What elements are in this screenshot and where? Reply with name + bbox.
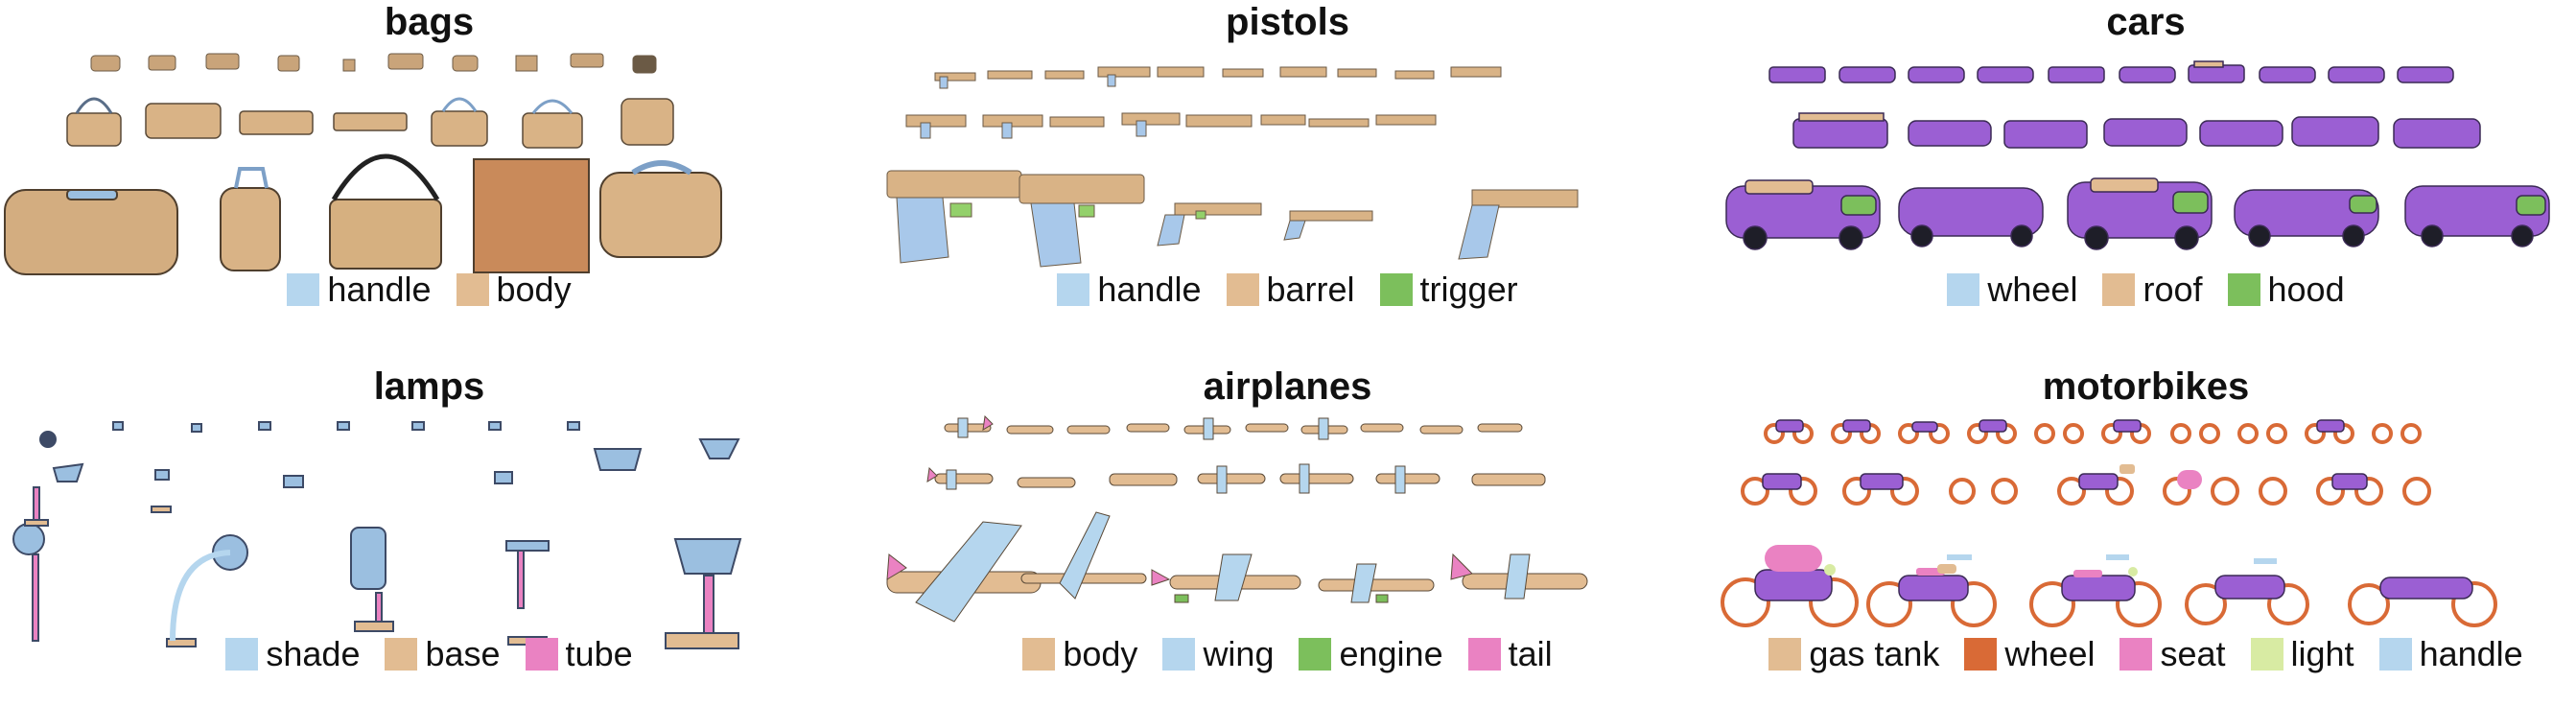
panel-bags: bags bbox=[0, 0, 858, 341]
airplanes-illustration bbox=[886, 414, 1588, 623]
legend-lamps: shade base tube bbox=[0, 635, 858, 673]
legend-cars: wheel roof hood bbox=[1717, 271, 2575, 309]
motorbikes-illustration bbox=[1721, 419, 2497, 627]
swatch-barrel bbox=[1226, 273, 1259, 306]
swatch-roof bbox=[2102, 273, 2136, 306]
legend-item-gas-tank: gas tank bbox=[1768, 635, 1939, 673]
legend-item-wheel: wheel bbox=[1964, 635, 2095, 673]
legend-label: trigger bbox=[1419, 270, 1518, 309]
legend-item-tail: tail bbox=[1467, 634, 1553, 673]
pistols-illustration bbox=[886, 66, 1579, 268]
legend-item-barrel: barrel bbox=[1226, 270, 1355, 309]
legend-item-seat: seat bbox=[2119, 634, 2226, 673]
legend-label: gas tank bbox=[1809, 634, 1940, 673]
swatch-trigger bbox=[1379, 273, 1413, 306]
swatch-wheel bbox=[1947, 273, 1980, 306]
legend-item-tube: tube bbox=[525, 634, 633, 673]
legend-item-light: light bbox=[2250, 634, 2354, 673]
legend-label: engine bbox=[1339, 634, 1443, 673]
legend-label: light bbox=[2290, 634, 2354, 673]
legend-item-engine: engine bbox=[1299, 634, 1443, 673]
swatch-base bbox=[385, 638, 418, 671]
legend-item-hood: hood bbox=[2227, 270, 2345, 309]
legend-item-handle: handle bbox=[287, 270, 432, 309]
legend-item-base: base bbox=[385, 634, 501, 673]
legend-label: hood bbox=[2267, 270, 2345, 309]
legend-label: wheel bbox=[1987, 270, 2078, 309]
panel-pistols: pistols h bbox=[858, 0, 1717, 341]
legend-label: tube bbox=[565, 634, 633, 673]
legend-label: body bbox=[496, 270, 572, 309]
legend-label: handle bbox=[327, 270, 432, 309]
legend-item-wheel: wheel bbox=[1947, 271, 2077, 309]
legend-label: wheel bbox=[2004, 634, 2096, 673]
legend-bags: handle body bbox=[0, 271, 858, 309]
panel-title: airplanes bbox=[1203, 365, 1372, 408]
swatch-handle bbox=[287, 273, 320, 306]
legend-label: roof bbox=[2143, 270, 2203, 309]
swatch-hood bbox=[2227, 273, 2260, 306]
legend-label: body bbox=[1063, 634, 1138, 673]
swatch-body bbox=[1022, 638, 1056, 671]
panel-title: cars bbox=[2106, 1, 2186, 43]
panel-title: bags bbox=[384, 1, 475, 43]
swatch-tube bbox=[525, 638, 558, 671]
legend-label: barrel bbox=[1266, 270, 1355, 309]
legend-item-body: body bbox=[456, 270, 572, 309]
swatch-tail bbox=[1467, 638, 1501, 671]
swatch-seat bbox=[2119, 638, 2153, 671]
legend-item-handle: handle bbox=[1057, 270, 1202, 309]
panel-cars: cars bbox=[1717, 0, 2575, 341]
panel-lamps: lamps shade base bbox=[0, 365, 858, 706]
lamps-illustration bbox=[12, 421, 742, 649]
legend-motorbikes: gas tank wheel seat light handle bbox=[1717, 635, 2575, 673]
swatch-shade bbox=[225, 638, 259, 671]
legend-label: handle bbox=[1097, 270, 1202, 309]
panel-title: lamps bbox=[373, 365, 485, 408]
legend-item-body: body bbox=[1022, 635, 1137, 673]
legend-item-wing: wing bbox=[1162, 635, 1274, 673]
swatch-handle bbox=[2378, 638, 2412, 671]
swatch-body bbox=[456, 273, 489, 306]
swatch-light bbox=[2250, 638, 2283, 671]
panel-title: pistols bbox=[1226, 1, 1349, 43]
panel-airplanes: airplanes bbox=[858, 365, 1717, 706]
legend-item-trigger: trigger bbox=[1379, 270, 1518, 309]
swatch-wing bbox=[1162, 638, 1196, 671]
legend-airplanes: body wing engine tail bbox=[858, 635, 1717, 673]
legend-pistols: handle barrel trigger bbox=[858, 271, 1717, 309]
legend-label: handle bbox=[2419, 634, 2523, 673]
panel-title: motorbikes bbox=[2042, 365, 2250, 408]
legend-label: base bbox=[425, 634, 501, 673]
legend-item-roof: roof bbox=[2102, 270, 2203, 309]
cars-illustration bbox=[1725, 60, 2550, 250]
bags-illustration bbox=[4, 53, 722, 275]
legend-label: wing bbox=[1203, 634, 1275, 673]
legend-label: tail bbox=[1508, 634, 1553, 673]
swatch-wheel bbox=[1964, 638, 1998, 671]
swatch-engine bbox=[1299, 638, 1332, 671]
swatch-gas-tank bbox=[1768, 638, 1802, 671]
panel-motorbikes: motorbikes bbox=[1717, 365, 2575, 706]
legend-label: shade bbox=[266, 634, 361, 673]
legend-item-shade: shade bbox=[225, 635, 360, 673]
legend-label: seat bbox=[2160, 634, 2226, 673]
swatch-handle bbox=[1057, 273, 1090, 306]
legend-item-handle: handle bbox=[2378, 634, 2523, 673]
